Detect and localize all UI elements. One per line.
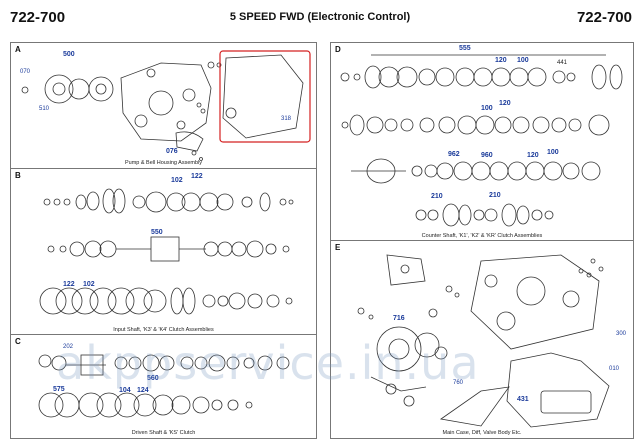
panel-a-caption: Pump & Bell Housing Assembly	[124, 160, 203, 166]
part-number-441: 441	[557, 60, 568, 66]
part-number-431: 431	[517, 396, 529, 403]
panel-a-pump-bell-housing: A 500 070 510 076 318 Pump & Bell Housin…	[10, 42, 317, 170]
panel-b-label: B	[15, 171, 21, 180]
panel-c-drawing	[38, 354, 290, 418]
part-number-100-row1: 100	[517, 57, 529, 64]
part-number-202: 202	[63, 344, 74, 350]
part-number-500: 500	[63, 51, 75, 58]
panel-d-caption: Counter Shaft, 'K1', 'K2' & 'KR' Clutch …	[421, 233, 543, 239]
part-number-300: 300	[616, 331, 627, 337]
panel-a-label: A	[15, 45, 21, 54]
panel-d-label: D	[335, 45, 341, 54]
panel-c-caption: Driven Shaft & 'KS' Clutch	[131, 430, 196, 436]
part-number-122-top: 122	[191, 173, 203, 180]
part-number-102-top: 102	[171, 177, 183, 184]
page-header: 722-700 5 SPEED FWD (Electronic Control)…	[0, 0, 640, 36]
page-title: 5 SPEED FWD (Electronic Control)	[229, 11, 411, 23]
panel-b-caption: Input Shaft, 'K3' & 'K4' Clutch Assembli…	[113, 327, 214, 333]
part-number-120-row1: 120	[495, 57, 507, 64]
panel-d-counter-shaft: D	[330, 42, 634, 242]
panel-e-drawing	[357, 254, 610, 428]
panel-e-caption: Main Case, Diff, Valve Body Etc.	[442, 430, 522, 436]
part-number-962: 962	[448, 151, 460, 158]
part-number-120-row3: 120	[527, 152, 539, 159]
part-number-076: 076	[166, 148, 178, 155]
part-number-760: 760	[453, 380, 464, 386]
part-number-210-left: 210	[431, 193, 443, 200]
part-number-010: 010	[609, 366, 620, 372]
panel-b-drawing	[39, 188, 294, 315]
part-number-124: 124	[137, 387, 149, 394]
part-number-120-row2: 120	[499, 100, 511, 107]
part-number-104: 104	[119, 387, 131, 394]
panel-c-label: C	[15, 337, 21, 346]
panel-e-label: E	[335, 243, 341, 252]
part-number-318: 318	[281, 116, 292, 122]
transmission-code-left: 722-700	[10, 9, 66, 26]
part-number-960: 960	[481, 152, 493, 159]
panel-e-main-case: E 716 300 010 760 431 Main Case, Diff, V…	[330, 240, 634, 439]
panel-d-drawing	[340, 54, 623, 227]
part-number-575: 575	[53, 386, 65, 393]
part-number-122-bottom: 122	[63, 281, 75, 288]
transmission-code-right: 722-700	[576, 9, 632, 26]
panel-c-driven-shaft: C 202 560 575 104 124 Driven Shaft & 'KS…	[10, 334, 317, 439]
part-number-210-right: 210	[489, 192, 501, 199]
gasket-highlight-box	[219, 50, 311, 143]
part-number-100-row3: 100	[547, 149, 559, 156]
part-number-555: 555	[459, 45, 471, 52]
panel-a-drawing	[21, 50, 311, 161]
part-number-100-row2: 100	[481, 105, 493, 112]
part-number-550: 550	[151, 229, 163, 236]
part-number-102-bottom: 102	[83, 281, 95, 288]
part-number-716: 716	[393, 315, 405, 322]
part-number-560: 560	[147, 375, 159, 382]
part-number-070: 070	[20, 69, 31, 75]
panel-b-input-shaft-clutches: B 102 122 550 122 10	[10, 168, 317, 336]
part-number-510: 510	[39, 106, 50, 112]
